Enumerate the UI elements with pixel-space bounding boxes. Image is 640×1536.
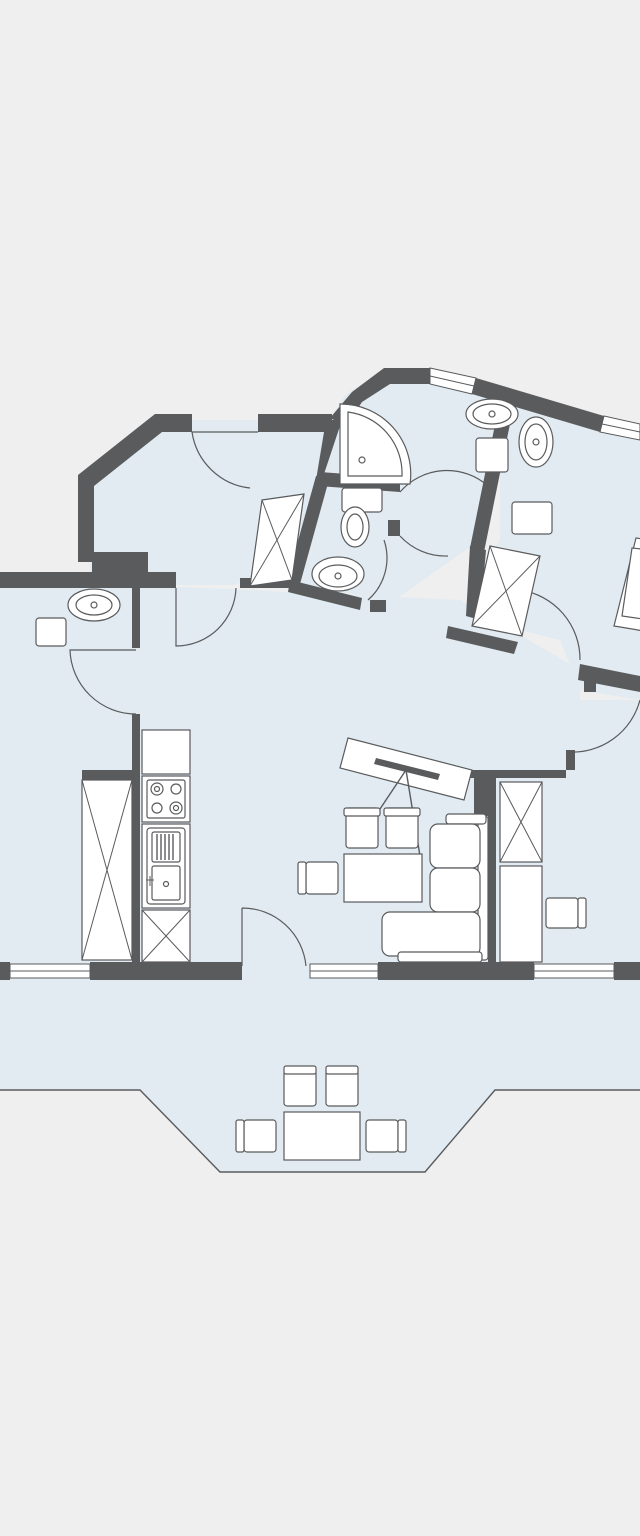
door-living-right <box>567 699 640 753</box>
window-balcony-center <box>309 963 379 979</box>
living-chair-right <box>545 897 587 929</box>
fixtures <box>35 398 640 1161</box>
wall-facade-right <box>614 962 640 980</box>
dining-chair <box>343 807 381 849</box>
kitchen-cabinet <box>141 909 191 963</box>
wall-bath-stub <box>370 600 386 612</box>
balcony-floor <box>0 965 640 1172</box>
left-room-stool <box>35 617 67 647</box>
wall-kitchen-divider-lower <box>132 714 140 966</box>
dining-table <box>343 853 423 903</box>
kitchen-counter-top <box>141 729 191 775</box>
window-balcony-left <box>9 963 91 979</box>
wall-bath-mid-stub <box>388 520 400 536</box>
balcony-chair <box>325 1065 359 1107</box>
wardrobe-left-room <box>81 779 133 961</box>
sink-bathroom-1 <box>465 398 519 430</box>
wall-entry-top <box>258 414 332 432</box>
balcony-chair <box>365 1119 407 1153</box>
wall-hall-inner <box>286 476 330 584</box>
stove-burner <box>151 802 163 814</box>
wall-facade-mid <box>378 962 534 980</box>
windows <box>9 367 640 979</box>
door-balcony <box>241 907 307 967</box>
window-bedroom-top <box>599 415 640 441</box>
door-wc <box>367 539 388 601</box>
bidet-stool <box>475 437 509 473</box>
wall-left-room-top <box>0 572 176 588</box>
wall-bath-bottom <box>288 580 362 610</box>
wall-living-column <box>474 776 496 816</box>
window-bathroom-top <box>429 367 477 395</box>
balcony-chair <box>283 1065 317 1107</box>
door-left-room <box>69 649 137 715</box>
dining-chair <box>383 807 421 849</box>
wall-top-right <box>472 378 604 432</box>
wall-kitchen-divider <box>132 588 140 648</box>
bed <box>613 537 640 631</box>
wardrobe-bedroom <box>471 545 541 637</box>
shower <box>339 403 412 485</box>
toilet <box>340 487 383 548</box>
kitchen-sink <box>141 823 191 909</box>
balcony-outline <box>0 1089 640 1173</box>
wall-bedroom-stub <box>584 672 596 692</box>
sink-wc <box>311 556 365 592</box>
wardrobe-hall <box>249 493 305 587</box>
kitchen-stripes <box>156 834 174 860</box>
balcony-chair <box>235 1119 277 1153</box>
wall-living-divider <box>488 816 496 966</box>
cabinet-living-lower <box>499 865 543 963</box>
balcony-table <box>283 1111 361 1161</box>
stove-burner <box>170 783 182 795</box>
wall-bath-vertical-left <box>316 420 342 480</box>
wall-hall-step <box>78 552 148 578</box>
door-entrance <box>191 431 258 489</box>
stove <box>141 775 191 823</box>
sink-bathroom-2 <box>518 416 554 468</box>
wall-left-room-cap <box>82 770 132 780</box>
wall-entry-left <box>78 414 192 558</box>
wall-living-right <box>470 750 575 778</box>
bathroom-stool <box>511 501 553 535</box>
sofa <box>381 813 489 963</box>
wall-bedroom-right <box>578 664 640 692</box>
wall-facade-left <box>0 962 10 980</box>
wall-bedroom-bottom <box>446 626 518 654</box>
sideboard <box>339 737 473 801</box>
wall-facade-kitchen <box>90 962 242 980</box>
window-balcony-right <box>533 963 615 979</box>
dining-chair <box>297 861 339 895</box>
sink-left-room <box>67 588 121 622</box>
cabinet-living-right <box>499 781 543 863</box>
door-hall <box>175 587 237 647</box>
